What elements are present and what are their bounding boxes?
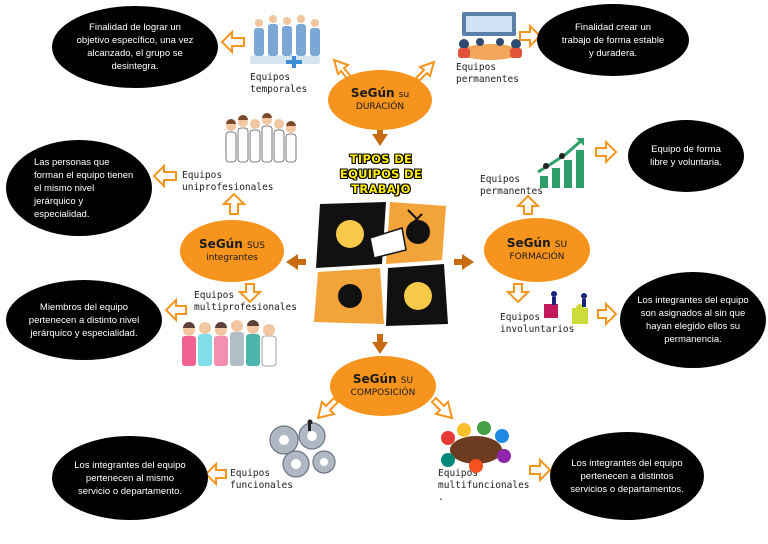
desc-funcionales-text: Los integrantes del equipo pertenecen al… (74, 459, 186, 497)
arrow-permanentes-desc (519, 23, 542, 49)
arrow-center-down (372, 334, 388, 354)
illustration-multifuncionales (441, 421, 511, 473)
label-multifuncionales: Equipos multifuncionales . (438, 468, 530, 503)
desc-permanentes-formacion-text: Equipo de forma libre y voluntaria. (650, 144, 722, 168)
category-integrantes: SeGún SUS integrantes (180, 220, 284, 282)
desc-multifuncionales-text: Los integrantes del equipo pertenecen a … (570, 457, 684, 495)
arrow-integrantes-multi (237, 283, 263, 304)
desc-temporales-text: Finalidad de lograr un objetivo específi… (76, 22, 194, 72)
label-uniprofesionales: Equipos uniprofesionales (182, 170, 274, 193)
desc-funcionales: Los integrantes del equipo pertenecen al… (52, 436, 208, 520)
desc-multiprofesionales: Miembros del equipo pertenecen a distint… (6, 280, 162, 360)
desc-involuntarios: Los integrantes del equipo son asignados… (620, 272, 766, 368)
desc-permanentes-formacion: Equipo de forma libre y voluntaria. (628, 120, 744, 192)
integrantes-sub: integrantes (206, 253, 258, 263)
formacion-title: SeGún (506, 236, 551, 250)
illustration-center (310, 198, 450, 328)
duracion-title: SeGún (350, 86, 395, 100)
label-permanentes-duracion: Equipos permanentes (456, 62, 519, 85)
integrantes-title: SeGún (199, 237, 243, 251)
arrow-center-right (454, 254, 474, 270)
arrow-inv-desc (597, 301, 618, 327)
arrow-multi-desc (164, 297, 187, 323)
illustration-permanentes-duracion (458, 12, 522, 60)
arrow-comp-multi (430, 396, 454, 420)
formacion-sub: FORMACIÓN (509, 252, 565, 262)
composicion-title: SeGún (352, 372, 397, 386)
desc-multiprofesionales-text: Miembros del equipo pertenecen a distint… (28, 301, 140, 339)
label-temporales: Equipos temporales (250, 72, 308, 95)
arrow-perm-form-desc (595, 139, 618, 165)
desc-uniprofesionales-text: Las personas que forman el equipo tienen… (34, 156, 134, 220)
arrow-uni-desc (152, 163, 177, 189)
label-multiprofesionales: Equipos multiprofesionales (194, 290, 297, 313)
formacion-su: SU (554, 240, 568, 250)
desc-permanentes-duracion: Finalidad crear un trabajo de forma esta… (537, 4, 689, 76)
category-composicion: SeGún SU COMPOSICIÓN (330, 356, 436, 416)
illustration-uniprofesionales (225, 113, 297, 163)
arrow-center-up (372, 126, 388, 146)
arrow-integrantes-uni (221, 192, 247, 215)
integrantes-su: SUS (246, 241, 265, 251)
illustration-temporales (250, 15, 320, 68)
desc-temporales: Finalidad de lograr un objetivo específi… (52, 6, 218, 88)
arrow-mf-desc (529, 457, 552, 483)
desc-uniprofesionales: Las personas que forman el equipo tienen… (6, 140, 152, 236)
illustration-multiprofesionales (182, 320, 277, 367)
label-funcionales: Equipos funcionales (230, 468, 293, 491)
arrow-duracion-permanentes (414, 60, 436, 83)
composicion-su: SU (400, 376, 414, 386)
label-permanentes-formacion: Equipos permanentes (480, 174, 543, 197)
illustration-involuntarios (544, 291, 588, 324)
desc-permanentes-duracion-text: Finalidad crear un trabajo de forma esta… (561, 21, 665, 59)
illustration-permanentes-formacion (537, 138, 584, 188)
duracion-su: su (398, 90, 410, 100)
desc-multifuncionales: Los integrantes del equipo pertenecen a … (550, 432, 704, 520)
arrow-temporales-desc (220, 29, 245, 55)
label-involuntarios: Equipos involuntarios (500, 312, 575, 335)
arrow-formacion-inv (505, 283, 531, 304)
duracion-sub: DURACIÓN (355, 102, 405, 112)
illustration-funcionales (269, 419, 336, 478)
desc-involuntarios-text: Los integrantes del equipo son asignados… (637, 295, 749, 345)
category-duracion: SeGún su DURACIÓN (328, 70, 432, 130)
diagram-title: TIPOS DE EQUIPOS DE TRABAJO (339, 152, 423, 196)
composicion-sub: COMPOSICIÓN (350, 388, 416, 398)
arrow-comp-func (316, 396, 340, 420)
arrow-center-left (286, 254, 306, 270)
arrow-func-desc (204, 461, 227, 487)
category-formacion: SeGún SU FORMACIÓN (484, 218, 590, 282)
arrow-formacion-perm (515, 194, 541, 215)
